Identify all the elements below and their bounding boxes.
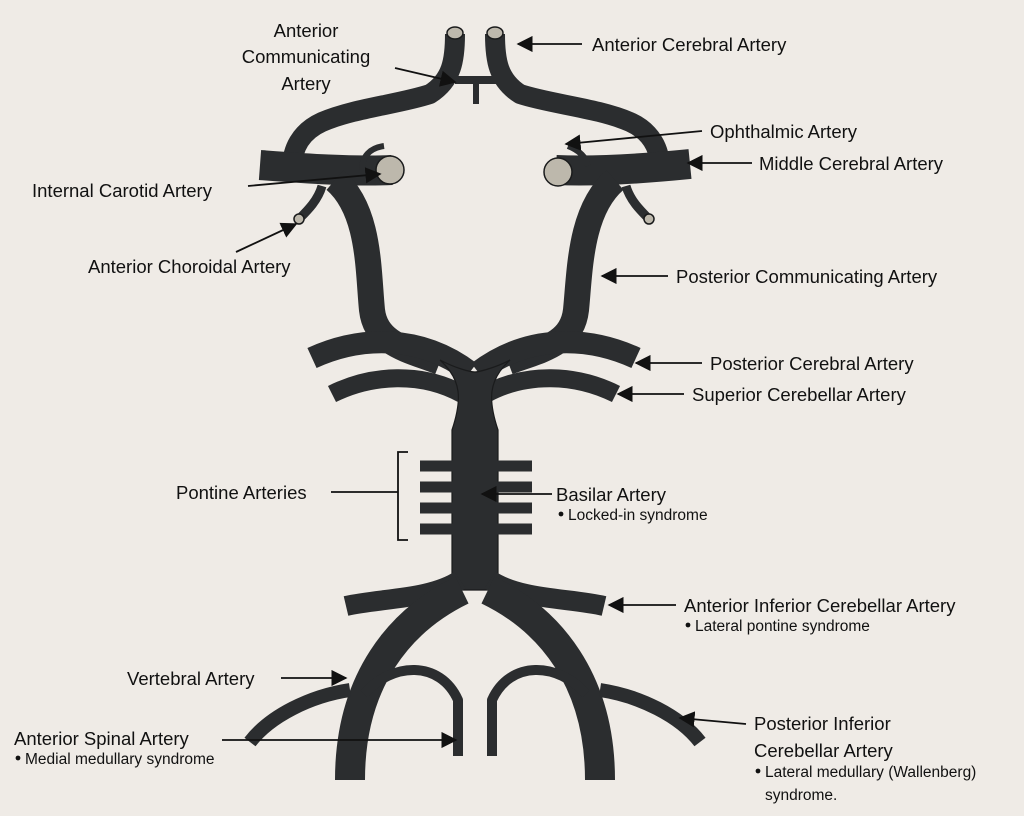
label-posterior-cerebral-artery: Posterior Cerebral Artery: [710, 353, 914, 374]
label-anterior-choroidal-artery: Anterior Choroidal Artery: [88, 256, 291, 277]
note-basilar-artery: Locked-in syndrome: [568, 507, 708, 524]
label-anterior-inferior-cerebellar-artery: Anterior Inferior Cerebellar Artery: [684, 595, 956, 616]
note-anterior-inferior-cerebellar-artery: Lateral pontine syndrome: [695, 618, 870, 635]
anterior-cerebral-artery-left: [282, 33, 465, 169]
pontine-arteries: [420, 460, 532, 535]
label-anterior-cerebral-artery: Anterior Cerebral Artery: [592, 34, 787, 55]
middle-cerebral-artery-right: [555, 149, 692, 186]
vessel-drawing: [244, 26, 706, 781]
label-anterior-communicating-artery-line1: Anterior: [274, 20, 339, 41]
label-posterior-communicating-artery: Posterior Communicating Artery: [676, 266, 938, 287]
middle-cerebral-artery-left: [258, 150, 393, 186]
posterior-inferior-cerebellar-artery-left: [244, 683, 352, 747]
anterior-cerebral-artery-right: [485, 33, 670, 169]
posterior-inferior-cerebellar-artery-right: [598, 683, 706, 747]
label-ophthalmic-artery: Ophthalmic Artery: [710, 121, 858, 142]
leader-lines: [222, 35, 752, 749]
note-anterior-spinal-artery: Medial medullary syndrome: [25, 751, 215, 768]
label-posterior-inferior-cerebellar-artery-line2: Cerebellar Artery: [754, 740, 894, 761]
label-anterior-communicating-artery-line3: Artery: [281, 73, 331, 94]
label-superior-cerebellar-artery: Superior Cerebellar Artery: [692, 384, 907, 405]
anterior-spinal-artery: [360, 665, 463, 756]
label-vertebral-artery: Vertebral Artery: [127, 668, 255, 689]
label-internal-carotid-artery: Internal Carotid Artery: [32, 180, 213, 201]
superior-cerebellar-artery-left: [327, 369, 467, 403]
posterior-cerebral-artery-right: [471, 331, 641, 381]
label-posterior-inferior-cerebellar-artery-line1: Posterior Inferior: [754, 713, 891, 734]
note-posterior-inferior-cerebellar-artery-line2: syndrome.: [765, 787, 837, 804]
vertebral-artery-left: [335, 576, 469, 781]
label-middle-cerebral-artery: Middle Cerebral Artery: [759, 153, 944, 174]
label-anterior-communicating-artery-line2: Communicating: [242, 46, 371, 67]
posterior-cerebral-artery-left: [307, 331, 477, 381]
label-basilar-artery: Basilar Artery: [556, 484, 667, 505]
label-anterior-spinal-artery: Anterior Spinal Artery: [14, 728, 190, 749]
vertebral-artery-right: [481, 576, 615, 781]
labels: Anterior Cerebral Artery Anterior Commun…: [14, 20, 976, 804]
anterior-choroidal-artery-right: [621, 184, 652, 222]
ophthalmic-artery-left: [359, 143, 385, 171]
anterior-choroidal-artery-left: [296, 184, 327, 222]
note-posterior-inferior-cerebellar-artery-line1: Lateral medullary (Wallenberg): [765, 764, 976, 781]
label-pontine-arteries: Pontine Arteries: [176, 482, 307, 503]
superior-cerebellar-artery-right: [481, 369, 621, 403]
